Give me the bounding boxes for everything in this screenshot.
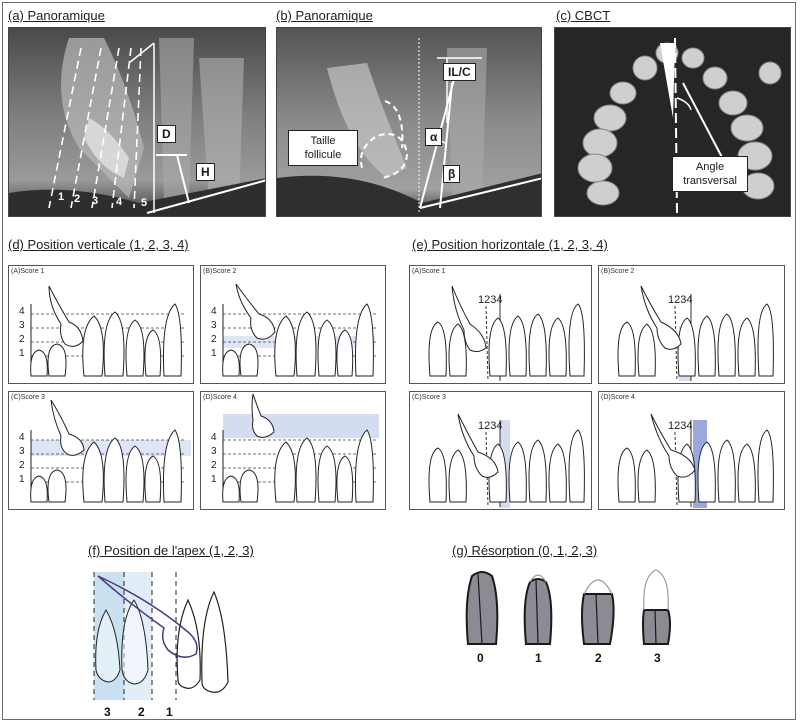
level-2: 2 — [19, 334, 25, 345]
horizontal-score-3-caption: (C)Score 3 — [412, 394, 446, 401]
sector-3: 3 — [92, 195, 99, 207]
zone-label: 1234 — [668, 420, 693, 432]
level-1: 1 — [19, 348, 25, 359]
zone-label: 1234 — [668, 294, 693, 306]
label-d: D — [157, 125, 176, 143]
label-h: H — [196, 163, 215, 181]
resorption-grade-1: 1 — [535, 651, 542, 665]
resorption-grade-2: 2 — [595, 651, 602, 665]
panel-b-title: (b) Panoramique — [276, 8, 373, 23]
level-4: 4 — [19, 432, 25, 443]
sector-2: 2 — [74, 193, 81, 205]
panel-e-title: (e) Position horizontale (1, 2, 3, 4) — [412, 237, 608, 252]
label-beta: β — [443, 165, 461, 183]
zone-label: 1234 — [478, 294, 503, 306]
follicle-size-callout: Taille follicule — [288, 130, 358, 166]
panel-f-title: (f) Position de l'apex (1, 2, 3) — [88, 543, 254, 558]
sector-1: 1 — [58, 191, 65, 203]
level-2: 2 — [211, 460, 217, 471]
apex-zone-3: 3 — [104, 705, 111, 719]
panel-d-title: (d) Position verticale (1, 2, 3, 4) — [8, 237, 189, 252]
vertical-score-3-box — [8, 391, 194, 510]
horizontal-score-2-box — [598, 265, 785, 384]
level-1: 1 — [19, 474, 25, 485]
sector-4: 4 — [116, 196, 123, 208]
level-4: 4 — [211, 432, 217, 443]
transversal-angle-callout: Angle transversal — [672, 156, 748, 192]
apex-position-diagram — [90, 570, 250, 706]
horizontal-score-3-box — [409, 391, 592, 510]
zone-label: 1234 — [478, 420, 503, 432]
level-3: 3 — [211, 446, 217, 457]
panel-c-title: (c) CBCT — [556, 8, 611, 23]
level-2: 2 — [19, 460, 25, 471]
horizontal-score-1-box — [409, 265, 592, 384]
horizontal-score-1-caption: (A)Score 1 — [412, 268, 446, 275]
level-3: 3 — [211, 320, 217, 331]
vertical-score-4-caption: (D)Score 4 — [203, 394, 237, 401]
level-1: 1 — [211, 348, 217, 359]
level-3: 3 — [19, 446, 25, 457]
vertical-score-1-caption: (A)Score 1 — [11, 268, 45, 275]
label-alpha: α — [425, 128, 443, 146]
level-3: 3 — [19, 320, 25, 331]
vertical-score-2-caption: (B)Score 2 — [203, 268, 237, 275]
sector-5: 5 — [141, 197, 148, 209]
horizontal-score-4-caption: (D)Score 4 — [601, 394, 635, 401]
apex-zone-1: 1 — [166, 705, 173, 719]
panel-g-title: (g) Résorption (0, 1, 2, 3) — [452, 543, 598, 558]
vertical-score-2-box — [200, 265, 386, 384]
panel-b-radiograph — [276, 27, 542, 217]
vertical-score-1-box — [8, 265, 194, 384]
level-2: 2 — [211, 334, 217, 345]
resorption-grade-0: 0 — [477, 651, 484, 665]
level-1: 1 — [211, 474, 217, 485]
panel-a-title: (a) Panoramique — [8, 8, 105, 23]
level-4: 4 — [211, 306, 217, 317]
horizontal-score-2-caption: (B)Score 2 — [601, 268, 635, 275]
label-il-c: IL/C — [443, 63, 476, 81]
horizontal-score-4-box — [598, 391, 785, 510]
resorption-diagram — [450, 566, 700, 646]
resorption-grade-3: 3 — [654, 651, 661, 665]
vertical-score-3-caption: (C)Score 3 — [11, 394, 45, 401]
level-4: 4 — [19, 306, 25, 317]
apex-zone-2: 2 — [138, 705, 145, 719]
vertical-score-4-box — [200, 391, 386, 510]
panel-a-radiograph — [8, 27, 266, 217]
